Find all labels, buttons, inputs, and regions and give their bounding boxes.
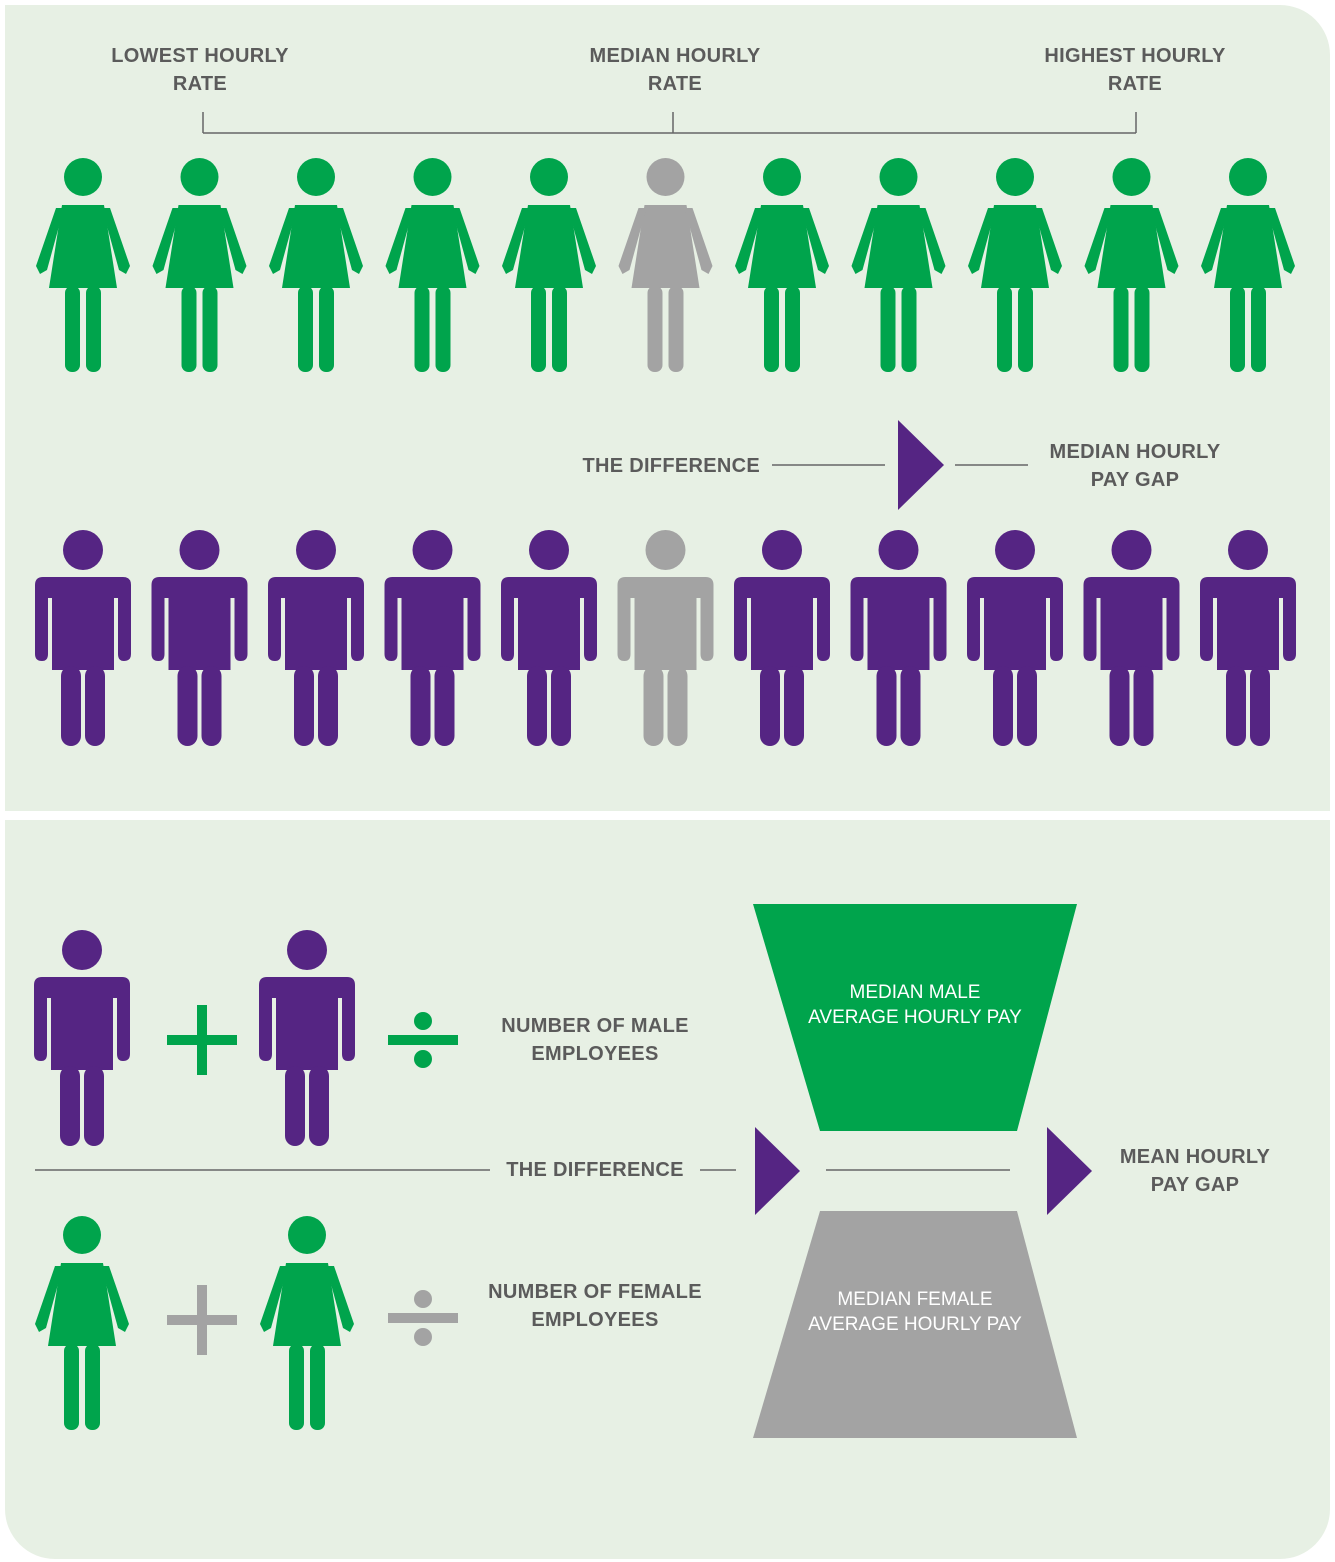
median-female-average-pay-label: MEDIAN FEMALE AVERAGE HOURLY PAY [808,1289,1022,1335]
divide-icon [388,1012,458,1068]
lowest-hourly-rate-label: LOWEST HOURLY RATE [111,45,289,95]
female-employee-icon [1201,158,1295,372]
highest-hourly-rate-label: HIGHEST HOURLY RATE [1044,45,1226,95]
male-employee-icon [1083,530,1180,746]
male-employee-icon [734,530,830,746]
female-employee-icon [269,158,363,372]
difference-label: THE DIFFERENCE [582,455,760,477]
female-employee-row [36,158,1295,372]
mean-formula [34,930,458,1430]
female-employee-icon [1084,158,1179,372]
female-employee-icon [260,1216,354,1430]
plus-icon [167,1285,237,1355]
male-employee-row [35,530,1296,746]
male-employee-icon [1200,530,1296,746]
median-hourly-rate-label: MEDIAN HOURLY RATE [589,45,761,95]
male-employee-icon [850,530,947,746]
difference-arrow-icon [898,420,944,510]
female-average-pay-box [753,1211,1077,1438]
male-employee-icon [259,930,355,1146]
male-employee-icon [384,530,481,746]
rate-range-bracket [202,112,1137,134]
mean-pay-gap-arrow-icon [1047,1127,1092,1215]
male-employee-icon [151,530,248,746]
female-employee-icon [36,158,130,372]
female-employee-icon [385,158,480,372]
median-male-average-pay-label: MEDIAN MALE AVERAGE HOURLY PAY [808,982,1022,1028]
female-employee-icon [735,158,829,372]
divide-icon [388,1290,458,1346]
number-of-female-employees-label: NUMBER OF FEMALE EMPLOYEES [488,1281,702,1331]
mean-pay-gap-panel [5,820,1330,1559]
male-average-pay-box [753,904,1077,1131]
female-employee-icon [968,158,1062,372]
male-employee-icon [34,930,130,1146]
female-employee-icon [502,158,596,372]
female-employee-icon [152,158,247,372]
mean-difference-arrow-icon [755,1127,800,1215]
number-of-male-employees-label: NUMBER OF MALE EMPLOYEES [501,1015,689,1065]
median-pay-gap-label: MEDIAN HOURLY PAY GAP [1049,441,1221,491]
male-employee-icon [967,530,1063,746]
male-employee-icon [501,530,597,746]
female-employee-icon [851,158,946,372]
male-employee-icon [35,530,131,746]
male-employee-icon [268,530,364,746]
median-male-employee-icon [617,530,714,746]
plus-icon [167,1005,237,1075]
mean-pay-gap-label: MEAN HOURLY PAY GAP [1119,1146,1271,1196]
median-female-employee-icon [618,158,713,372]
mean-difference-label: THE DIFFERENCE [506,1159,684,1181]
female-employee-icon [35,1216,129,1430]
